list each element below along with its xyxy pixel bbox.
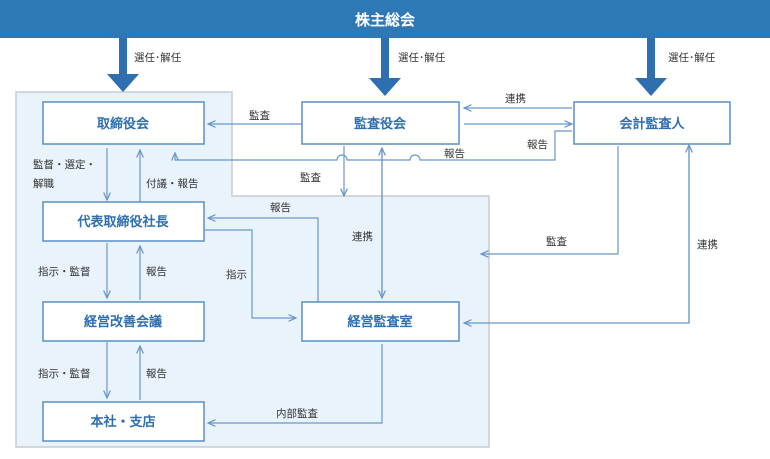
label-supervise-board-1: 監督・選定・	[33, 158, 96, 171]
label-supervise-board-2: 解職	[33, 177, 54, 190]
label-report-branches: 報告	[146, 367, 167, 380]
label-report-long: 報告	[444, 147, 465, 160]
label-deliberation-report: 付議・報告	[146, 177, 199, 190]
box-management-meeting: 経営改善会議	[42, 301, 205, 342]
label-internal-audit: 内部監査	[276, 407, 318, 420]
label-audit-president: 監査	[300, 171, 321, 184]
box-auditors-label: 監査役会	[354, 116, 407, 132]
header-bar	[0, 0, 770, 38]
box-branches-label: 本社・支店	[90, 414, 155, 430]
box-accounting-auditor: 会計監査人	[573, 101, 731, 145]
label-report-president: 報告	[270, 201, 291, 214]
box-audit-office: 経営監査室	[301, 301, 460, 342]
label-cooperation-mid: 連携	[352, 230, 373, 243]
label-audit-accounting: 監査	[546, 235, 567, 248]
box-management-meeting-label: 経営改善会議	[84, 314, 162, 330]
label-instruct-2: 指示・監督	[38, 367, 91, 380]
label-report-meeting: 報告	[146, 265, 167, 278]
header-title: 株主総会	[355, 11, 415, 29]
label-cooperation-right: 連携	[697, 238, 718, 251]
connectors	[107, 108, 689, 423]
box-audit-office-label: 経営監査室	[347, 314, 412, 330]
box-president-label: 代表取締役社長	[76, 214, 169, 230]
label-cooperation-top: 連携	[505, 92, 526, 105]
box-branches: 本社・支店	[42, 401, 205, 442]
elect-label-3: 選任･解任	[668, 51, 716, 64]
label-instruct-1: 指示・監督	[38, 265, 91, 278]
big-arrows	[107, 38, 667, 96]
box-auditors: 監査役会	[301, 101, 460, 145]
box-board: 取締役会	[42, 101, 205, 145]
label-report-accounting: 報告	[527, 138, 548, 151]
elect-label-2: 選任･解任	[398, 51, 446, 64]
label-audit-board: 監査	[249, 109, 270, 122]
elect-label-1: 選任･解任	[134, 51, 182, 64]
box-president: 代表取締役社長	[42, 201, 205, 242]
label-instruct-office: 指示	[226, 268, 247, 281]
box-accounting-auditor-label: 会計監査人	[619, 116, 685, 132]
box-board-label: 取締役会	[97, 116, 150, 132]
